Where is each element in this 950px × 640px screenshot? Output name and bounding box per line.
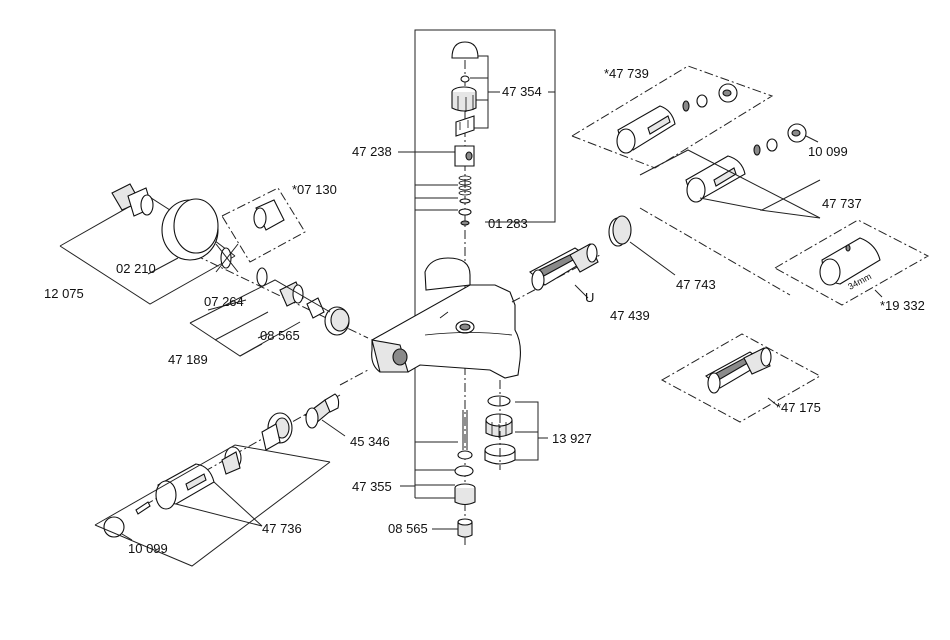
box-07130: [222, 188, 305, 262]
label-07264: 07 264: [204, 294, 244, 309]
screw-part: [767, 139, 777, 151]
washer-part: [460, 199, 470, 203]
connector-part: [112, 184, 153, 216]
o-ring-part: [461, 221, 469, 225]
handle-part: [617, 106, 675, 153]
gasket-07264: [216, 244, 238, 272]
clip-part: [456, 116, 474, 136]
label-47736: 47 736: [262, 521, 302, 536]
aerator-stack: [485, 396, 548, 464]
label-45346: 45 346: [350, 434, 390, 449]
label-U: U: [585, 290, 594, 305]
label-19332: *19 332: [880, 298, 925, 313]
label-10099-right: 10 099: [808, 144, 848, 159]
label-07130: *07 130: [292, 182, 337, 197]
screw-part: [754, 145, 760, 155]
adapter-part: [262, 413, 292, 450]
label-47739: *47 739: [604, 66, 649, 81]
washer-part: [257, 268, 267, 286]
label-47238: 47 238: [352, 144, 392, 159]
label-02210: 02 210: [116, 261, 156, 276]
thermostat-cartridge: [530, 244, 598, 290]
label-08565-bottom: 08 565: [388, 521, 428, 536]
ring-47743: [609, 216, 675, 275]
cap-10099-part: [719, 84, 737, 102]
cap-10099-right: [788, 124, 818, 142]
label-01283: 01 283: [488, 216, 528, 231]
label-47354: 47 354: [502, 84, 542, 99]
label-47737: 47 737: [822, 196, 862, 211]
label-12075: 12 075: [44, 286, 84, 301]
label-47439: 47 439: [610, 308, 650, 323]
handle-47736: [156, 464, 214, 509]
rosette-02210: [148, 199, 218, 274]
screw-part: [697, 95, 707, 107]
nut-part: [455, 484, 475, 505]
label-13927: 13 927: [552, 431, 592, 446]
lower-axis: [340, 370, 368, 385]
label-47189: 47 189: [168, 352, 208, 367]
spindle-part: [455, 146, 474, 166]
label-47743: 47 743: [676, 277, 716, 292]
cartridge-45346: [305, 394, 345, 436]
box-19332: [775, 220, 928, 305]
insert-part: [458, 519, 472, 537]
cap-10099-left: [104, 517, 132, 540]
screw-part: [683, 101, 689, 111]
label-08565-left: 08 565: [260, 328, 300, 343]
knob-part: [452, 87, 476, 112]
label-47175: *47 175: [776, 400, 821, 415]
screw-part: [136, 502, 150, 514]
seal-ring-part: [455, 466, 473, 476]
washer-part: [459, 209, 471, 215]
mixer-body: [372, 258, 521, 378]
box-47189: [190, 280, 330, 356]
label-10099-left: 10 099: [128, 541, 168, 556]
label-47355: 47 355: [352, 479, 392, 494]
nipple-small-part: [307, 298, 324, 318]
